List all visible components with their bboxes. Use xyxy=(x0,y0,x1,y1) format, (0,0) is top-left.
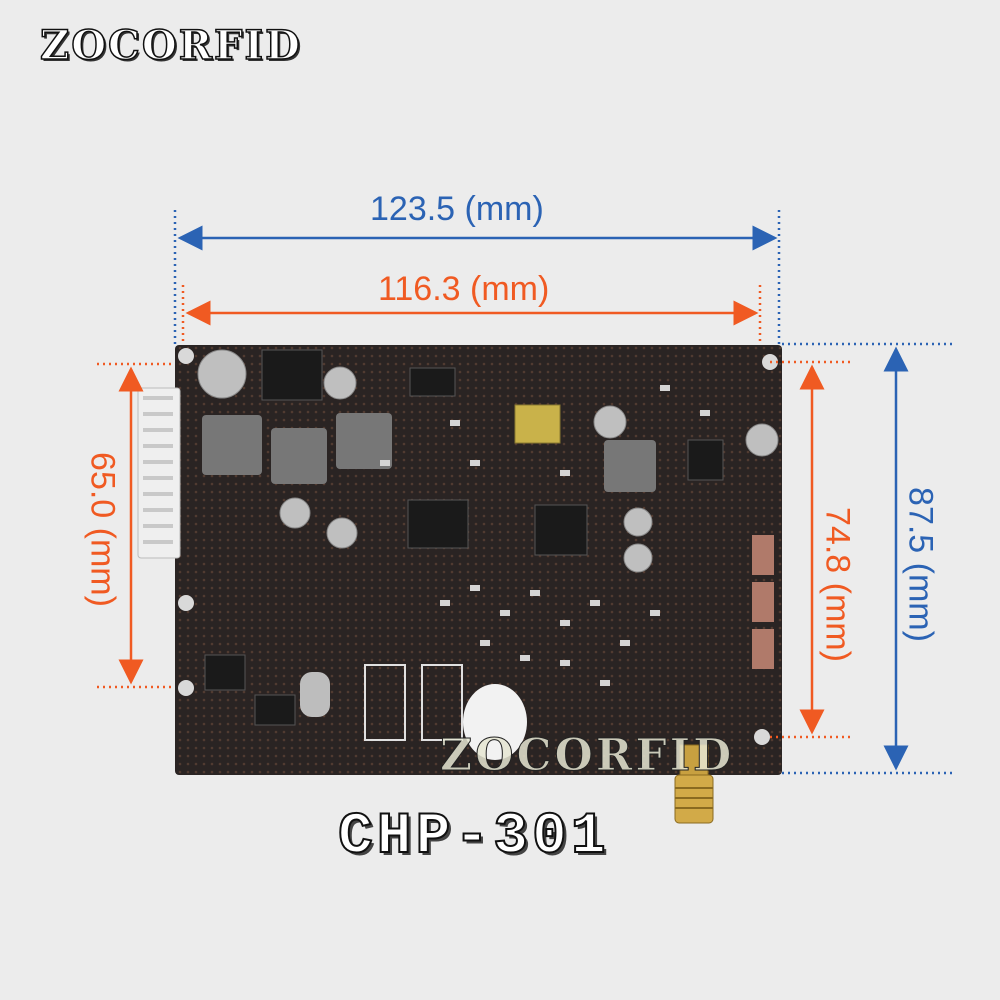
dimension-right-inner-height xyxy=(770,360,850,739)
overall-height-label: 87.5 (mm) xyxy=(901,487,940,642)
pcb-board xyxy=(137,345,782,824)
right-inner-height-label: 74.8 (mm) xyxy=(818,507,857,662)
dimension-board-width xyxy=(181,285,762,345)
dimension-overall-width xyxy=(173,210,781,345)
dimension-overall-height xyxy=(782,342,955,775)
dimension-left-height xyxy=(97,362,175,689)
model-label: CHP-301 xyxy=(337,804,610,871)
board-width-label: 116.3 (mm) xyxy=(378,270,550,308)
brand-logo: ZOCORFID xyxy=(39,21,302,70)
overall-width-label: 123.5 (mm) xyxy=(370,190,544,228)
watermark-logo: ZOCORFID xyxy=(439,730,735,782)
left-height-label: 65.0 (mm) xyxy=(83,452,122,607)
